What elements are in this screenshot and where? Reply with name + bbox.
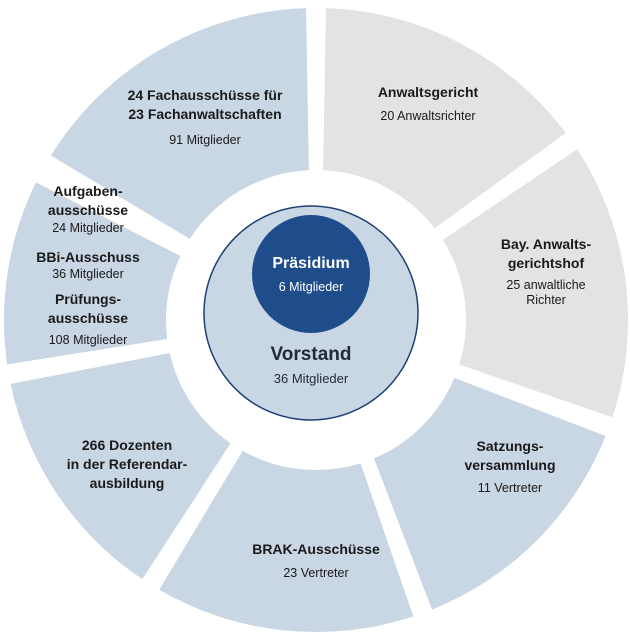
- center-group: Präsidium 6 Mitglieder Vorstand 36 Mitgl…: [203, 205, 419, 421]
- segment-aufgaben-bbi-pruefung-line-2: 24 Mitglieder: [52, 221, 124, 235]
- segment-fachausschuesse-line-1: 23 Fachanwaltschaften: [128, 106, 281, 122]
- segment-labels: 24 Fachausschüsse für 23 Fachanwaltschaft…: [36, 84, 591, 580]
- segment-satzungsversammlung-line-0: Satzungs-: [477, 438, 544, 454]
- segment-bay-anwaltsgerichtshof-line-2: 25 anwaltliche: [506, 278, 585, 292]
- segment-anwaltsgericht: [323, 8, 566, 229]
- segment-aufgaben-bbi-pruefung-line-4: 36 Mitglieder: [52, 267, 124, 281]
- segment-aufgaben-bbi-pruefung-line-0: Aufgaben-: [53, 183, 123, 199]
- segment-satzungsversammlung: [373, 377, 606, 610]
- praesidium-title: Präsidium: [272, 255, 349, 272]
- segment-aufgaben-bbi-pruefung-line-5: Prüfungs-: [55, 291, 121, 307]
- segment-fachausschuesse: [50, 8, 309, 239]
- segment-brak-ausschuesse-line-1: 23 Vertreter: [283, 566, 348, 580]
- segment-dozenten-line-2: ausbildung: [90, 475, 165, 491]
- segment-anwaltsgericht-line-0: Anwaltsgericht: [378, 84, 479, 100]
- segment-fachausschuesse-line-0: 24 Fachausschüsse für: [128, 87, 283, 103]
- segment-bay-anwaltsgerichtshof-line-0: Bay. Anwalts-: [501, 236, 592, 252]
- segment-bay-anwaltsgerichtshof: [442, 149, 628, 418]
- segment-aufgaben-bbi-pruefung-line-3: BBi-Ausschuss: [36, 249, 140, 265]
- segment-bay-anwaltsgerichtshof-line-1: gerichtshof: [508, 255, 585, 271]
- segment-anwaltsgericht-line-1: 20 Anwaltsrichter: [380, 109, 475, 123]
- segment-dozenten-line-0: 266 Dozenten: [82, 437, 172, 453]
- segment-aufgaben-bbi-pruefung-line-1: ausschüsse: [48, 202, 128, 218]
- segment-aufgaben-bbi-pruefung-line-6: ausschüsse: [48, 310, 128, 326]
- segment-dozenten-line-1: in der Referendar-: [67, 456, 188, 472]
- segment-brak-ausschuesse-line-0: BRAK-Ausschüsse: [252, 541, 380, 557]
- segment-satzungsversammlung-line-2: 11 Vertreter: [478, 481, 542, 495]
- segment-bay-anwaltsgerichtshof-line-3: Richter: [526, 293, 566, 307]
- praesidium-count: 6 Mitglieder: [279, 280, 344, 294]
- segment-satzungsversammlung-line-1: versammlung: [464, 457, 555, 473]
- vorstand-count: 36 Mitglieder: [274, 371, 349, 386]
- segment-aufgaben-bbi-pruefung-line-7: 108 Mitglieder: [49, 333, 128, 347]
- segment-brak-ausschuesse: [159, 450, 414, 632]
- segment-dozenten: [10, 353, 231, 580]
- segment-fachausschuesse-line-2: 91 Mitglieder: [169, 133, 241, 147]
- outer-ring: [3, 8, 628, 632]
- vorstand-title: Vorstand: [271, 344, 352, 365]
- praesidium-circle: [252, 215, 370, 333]
- segment-aufgaben-bbi-pruefung: [3, 182, 181, 365]
